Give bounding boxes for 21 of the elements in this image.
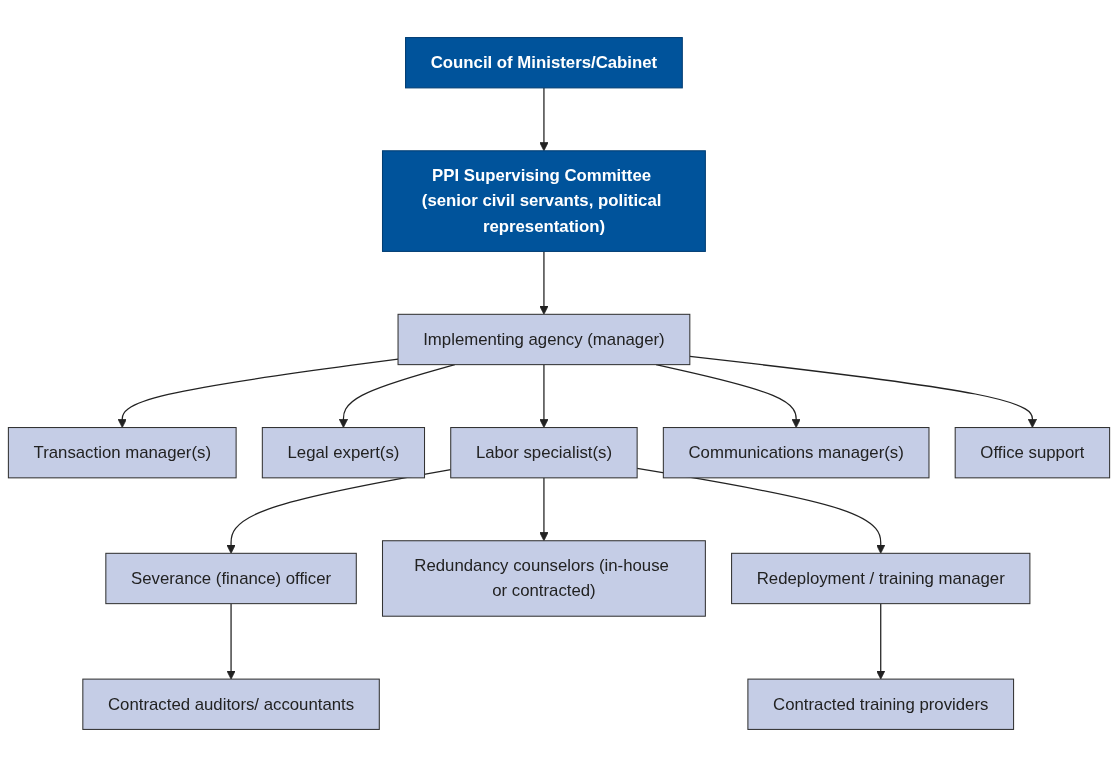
node-box: Redundancy counselors (in-house or contracted) bbox=[381, 540, 706, 617]
node-box: Redeployment / training manager bbox=[731, 552, 1031, 605]
node-box: Council of Ministers/Cabinet bbox=[405, 37, 683, 89]
node-box: Office support bbox=[954, 427, 1111, 479]
arrow bbox=[689, 355, 1037, 428]
node-box: Legal expert(s) bbox=[261, 427, 426, 479]
node-box: Contracted training providers bbox=[747, 678, 1015, 730]
arrow bbox=[539, 477, 549, 542]
arrow bbox=[876, 603, 886, 680]
node-box: Implementing agency (manager) bbox=[397, 313, 691, 366]
node-box: PPI Supervising Committee (senior civil servants, political representation) bbox=[381, 150, 706, 252]
arrow bbox=[539, 364, 549, 428]
node-box: Labor specialist(s) bbox=[450, 427, 638, 479]
node-box: Contracted auditors/ accountants bbox=[82, 678, 380, 730]
node-box: Severance (finance) officer bbox=[105, 552, 357, 605]
node-box: Communications manager(s) bbox=[662, 427, 930, 479]
arrow bbox=[539, 250, 549, 315]
arrow bbox=[226, 603, 236, 680]
node-box: Transaction manager(s) bbox=[7, 427, 237, 479]
arrow bbox=[539, 87, 549, 152]
arrow bbox=[117, 358, 399, 428]
